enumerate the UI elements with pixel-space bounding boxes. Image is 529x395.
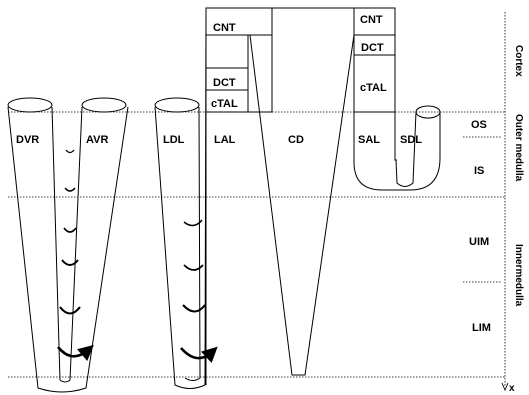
ldl-exchange-arcs xyxy=(181,220,212,358)
collecting-duct xyxy=(250,8,354,375)
avr-top-ellipse xyxy=(82,98,126,112)
zone-label-is: IS xyxy=(474,165,484,177)
dvr-top-ellipse xyxy=(8,98,52,112)
segment-label-avr: AVR xyxy=(86,134,108,146)
segment-label-sdl: SDL xyxy=(400,134,422,146)
dvr-outer-wall xyxy=(8,107,128,392)
avr-inner-wall xyxy=(60,107,82,382)
lal-ascending-limb xyxy=(206,8,272,385)
segment-label-cnt-left: CNT xyxy=(213,22,236,34)
segment-label-cnt-right: CNT xyxy=(360,14,383,26)
segment-label-ctal-right: cTAL xyxy=(360,82,387,94)
ldl-arc-4 xyxy=(181,348,212,358)
segment-label-sal: SAL xyxy=(358,134,380,146)
ldl-arc-2 xyxy=(184,265,203,270)
exchange-arc-1 xyxy=(66,150,74,153)
dvr-inner-wall xyxy=(52,107,60,380)
depth-axis-label: x xyxy=(509,383,515,394)
short-loop xyxy=(354,8,440,190)
zone-label-os: OS xyxy=(471,119,487,131)
exchange-arc-6 xyxy=(58,347,88,356)
zone-labels: Cortex Outer medulla Innermedulla OS IS … xyxy=(469,45,524,334)
ldl-outer-wall xyxy=(155,10,206,389)
segment-label-cd: CD xyxy=(288,134,304,146)
zone-label-outer-medulla: Outer medulla xyxy=(513,114,524,182)
sal-inner-wall xyxy=(395,112,397,160)
zone-label-lim: LIM xyxy=(472,322,491,334)
exchange-arc-3 xyxy=(64,228,76,232)
zone-label-cortex: Cortex xyxy=(513,45,524,77)
ldl-top-ellipse xyxy=(155,98,199,112)
exchange-arc-2 xyxy=(65,188,75,191)
sdl-inner-wall xyxy=(396,112,416,187)
cd-funnel xyxy=(250,35,354,375)
segment-label-dct-right: DCT xyxy=(361,42,384,54)
segment-label-lal: LAL xyxy=(214,134,236,146)
exchange-arc-5 xyxy=(60,307,80,314)
ldl-arc-3 xyxy=(183,305,205,312)
segment-label-dct-left: DCT xyxy=(213,77,236,89)
ldl-inner-wall xyxy=(185,107,200,381)
segment-label-ctal-left: cTAL xyxy=(211,98,238,110)
long-loop-ldl xyxy=(155,10,206,389)
zone-boundaries xyxy=(8,112,506,377)
segment-label-ldl: LDL xyxy=(163,134,185,146)
vasa-recta-exchange-arcs xyxy=(58,150,88,356)
zone-label-uim: UIM xyxy=(469,236,489,248)
zone-label-inner-medulla: Innermedulla xyxy=(513,244,524,307)
segment-label-dvr: DVR xyxy=(16,134,39,146)
